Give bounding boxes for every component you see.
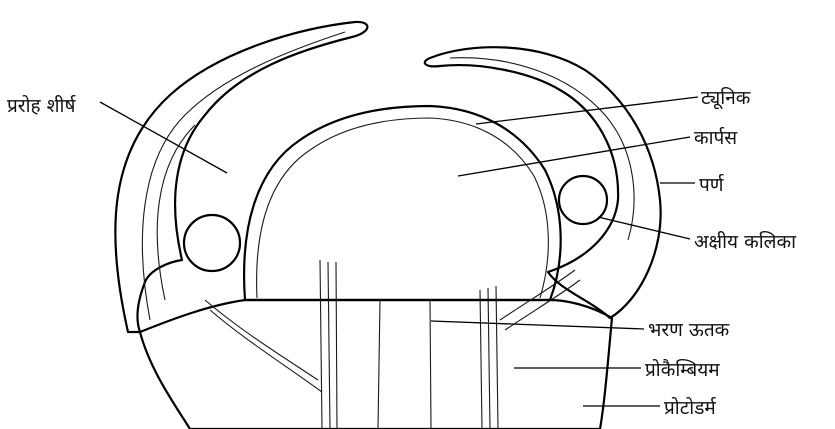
label-ground-tissue: भरण ऊतक — [648, 319, 730, 341]
label-procambium: प्रोकैम्बियम — [645, 358, 720, 381]
left-axillary-bud — [184, 215, 240, 271]
label-leaf: पर्ण — [699, 173, 725, 196]
left-leaf-primordium — [115, 22, 367, 332]
label-shoot-apex: प्ररोह शीर्ष — [7, 94, 76, 117]
label-protoderm: प्रोटोडर्म — [664, 396, 717, 419]
labels: प्ररोह शीर्ष ट्यूनिक कार्पस पर्ण अक्षीय … — [7, 86, 797, 419]
leader-tunica — [476, 97, 698, 124]
label-tunica: ट्यूनिक — [701, 86, 751, 110]
label-corpus: कार्पस — [694, 126, 738, 149]
stem-base — [140, 260, 612, 429]
label-axillary-bud: अक्षीय कलिका — [694, 230, 797, 253]
leader-axillary-bud — [598, 217, 690, 239]
apical-dome — [244, 106, 561, 300]
right-leaf-primordium — [425, 47, 661, 318]
